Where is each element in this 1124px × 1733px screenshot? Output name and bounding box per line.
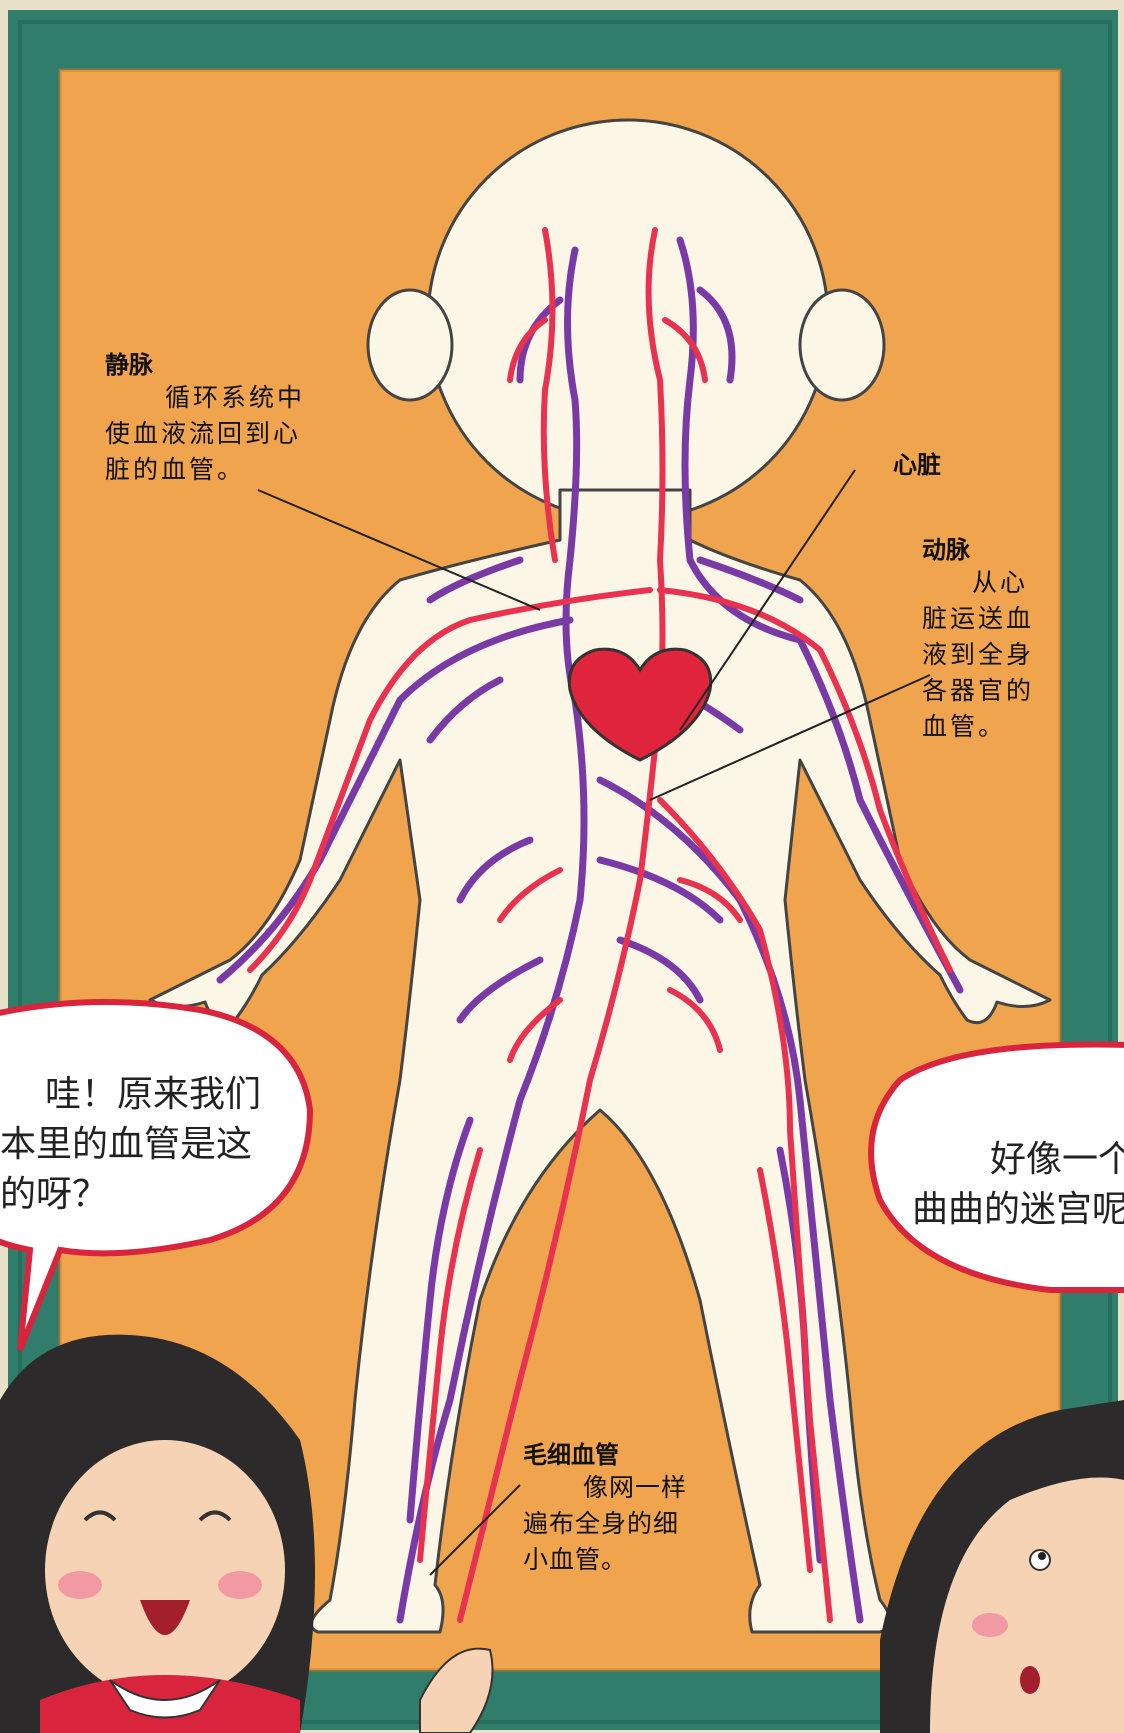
capillary-label-desc-2: 遍布全身的细	[523, 1506, 723, 1542]
vein-label-desc-1: 循环系统中	[105, 380, 335, 416]
vein-label-desc-3: 脏的血管。	[105, 452, 335, 488]
bubble-left-line-2: 本里的血管是这	[0, 1120, 252, 1170]
artery-label-title: 动脉	[922, 535, 1062, 565]
artery-label: 动脉 从心 脏运送血 液到全身 各器官的 血管。	[922, 535, 1062, 745]
vein-label: 静脉 循环系统中 使血液流回到心 脏的血管。	[105, 350, 335, 488]
capillary-label-title: 毛细血管	[523, 1440, 723, 1470]
bubble-left-line-3: 的呀？	[0, 1170, 108, 1220]
vein-label-title: 静脉	[105, 350, 335, 380]
capillary-label-desc-3: 小血管。	[523, 1542, 723, 1578]
artery-label-desc-3: 液到全身	[922, 637, 1062, 673]
capillary-label: 毛细血管 像网一样 遍布全身的细 小血管。	[523, 1440, 723, 1578]
heart-label-title: 心脏	[893, 450, 941, 480]
bubble-right-line-2: 曲曲的迷宫呢	[912, 1185, 1124, 1235]
bubble-right-line-1: 好像一个	[990, 1135, 1124, 1185]
artery-label-desc-1: 从心	[922, 565, 1062, 601]
capillary-label-desc-1: 像网一样	[523, 1470, 723, 1506]
vein-label-desc-2: 使血液流回到心	[105, 416, 335, 452]
artery-label-desc-2: 脏运送血	[922, 601, 1062, 637]
bubble-left-line-1: 哇！原来我们	[45, 1070, 261, 1120]
artery-label-desc-5: 血管。	[922, 709, 1062, 745]
artery-label-desc-4: 各器官的	[922, 673, 1062, 709]
heart-label: 心脏	[893, 450, 941, 480]
